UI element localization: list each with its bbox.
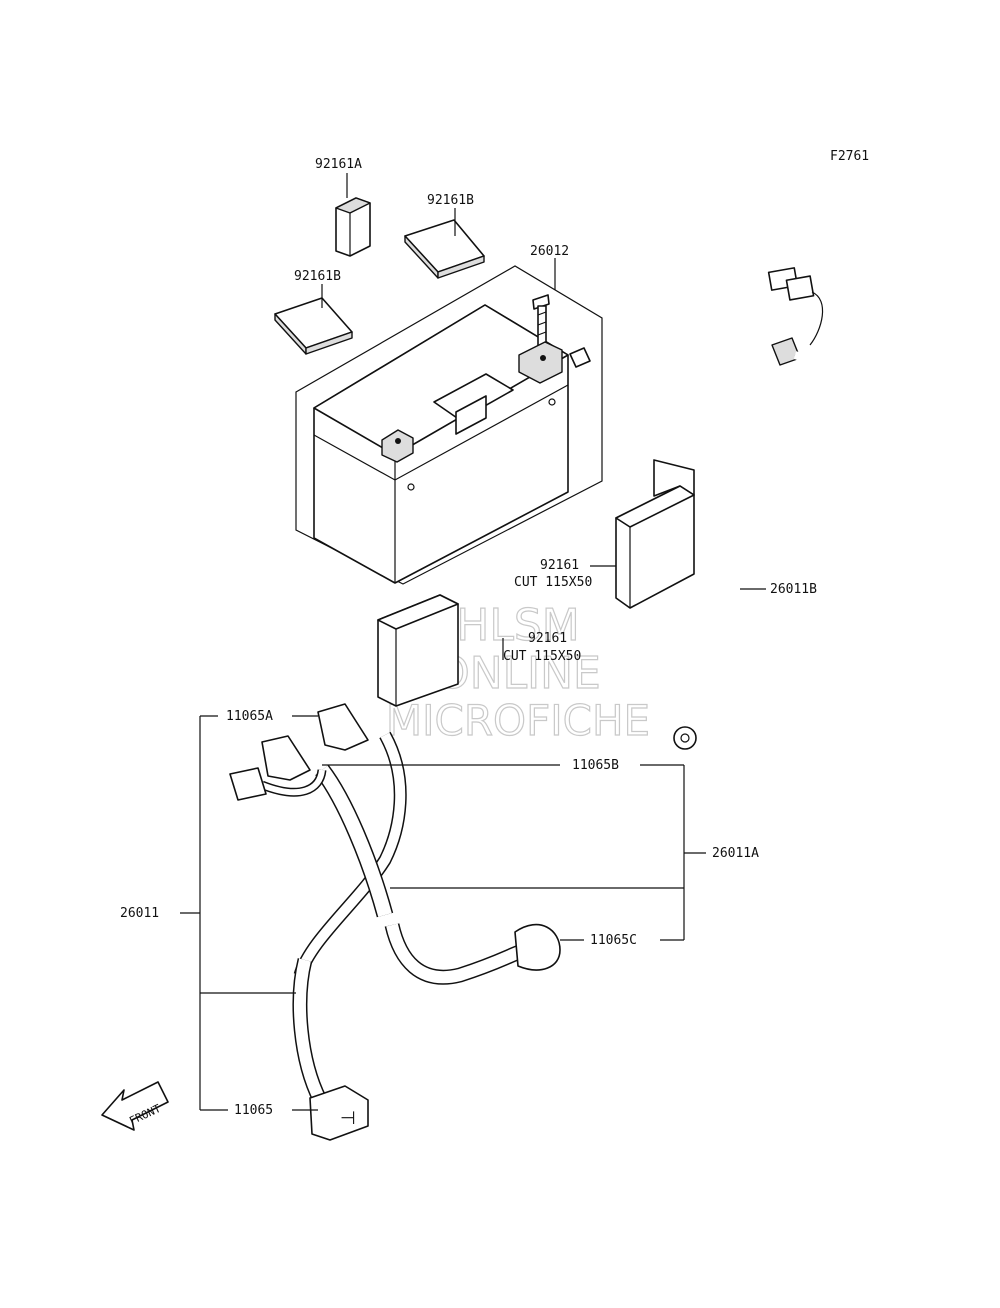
label-26011: 26011	[120, 906, 159, 921]
label-92161A: 92161A	[315, 157, 362, 172]
cable-26011B	[673, 267, 880, 750]
label-92161-right: 92161	[540, 558, 579, 573]
watermark-line3: MICROFICHE	[386, 696, 650, 745]
label-92161-right-cut: CUT 115X50	[514, 575, 592, 590]
label-92161-left-cut: CUT 115X50	[503, 649, 581, 664]
label-11065B: 11065B	[572, 758, 619, 773]
watermark: HLSM ONLINE MICROFICHE	[385, 599, 650, 745]
leader-lines	[180, 173, 766, 1111]
battery-outline	[295, 265, 603, 585]
svg-text:⊣: ⊣	[340, 1108, 356, 1129]
label-11065A: 11065A	[226, 709, 273, 724]
watermark-line2: ONLINE	[435, 648, 601, 699]
battery-26012	[313, 304, 569, 584]
label-26011A: 26011A	[712, 846, 759, 861]
figure-code: F2761	[830, 149, 869, 164]
front-arrow-icon: FRONT	[101, 1081, 169, 1131]
label-92161B-top: 92161B	[427, 193, 474, 208]
harness-26011: ⊣	[229, 703, 561, 1141]
terminal-bolt	[518, 294, 591, 384]
pad-92161B-top	[404, 219, 485, 279]
pad-92161-left	[377, 594, 459, 707]
pad-92161B-left	[274, 297, 353, 355]
label-11065C: 11065C	[590, 933, 637, 948]
watermark-line1: HLSM	[456, 600, 580, 651]
label-26012: 26012	[530, 244, 569, 259]
label-92161-left: 92161	[528, 631, 567, 646]
label-11065: 11065	[234, 1103, 273, 1118]
label-92161B-left: 92161B	[294, 269, 341, 284]
pad-92161-right	[615, 459, 695, 609]
pad-92161A	[335, 197, 371, 257]
label-26011B: 26011B	[770, 582, 817, 597]
